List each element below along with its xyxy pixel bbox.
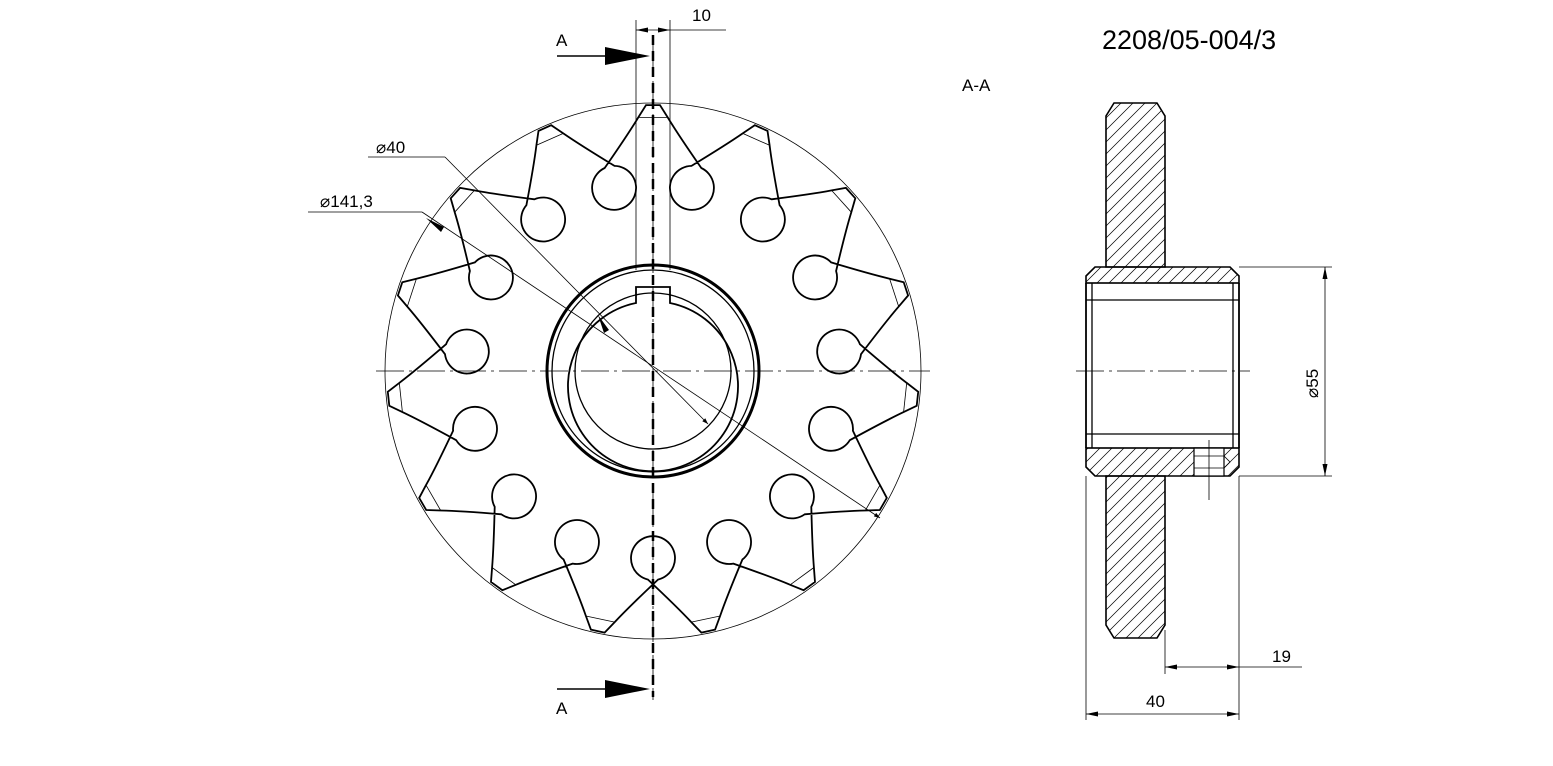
- tooth-chamfer-line: [536, 133, 564, 146]
- dim-bore-diameter: ⌀40: [376, 138, 405, 157]
- section-marker-top: A: [556, 31, 568, 50]
- tooth-chamfer-line: [789, 567, 815, 586]
- tooth-chamfer-line: [425, 484, 442, 511]
- section-arrow-bottom: [557, 680, 650, 698]
- dim-hub-offset: 19: [1272, 647, 1291, 666]
- dim-hub-diameter: ⌀55: [1303, 369, 1322, 398]
- tooth-section-upper: [1105, 102, 1166, 268]
- tooth-chamfer-line: [491, 567, 517, 586]
- dim-keyway-width: 10: [692, 6, 711, 25]
- tooth-chamfer-line: [903, 382, 908, 413]
- tooth-chamfer-line: [454, 190, 475, 213]
- dim-tip-line: [421, 211, 881, 519]
- dim-tip-diameter: ⌀141,3: [320, 192, 373, 211]
- dim-hub-length: 40: [1146, 692, 1165, 711]
- bore-keyway-outline: [567, 286, 739, 473]
- tooth-chamfer-line: [831, 190, 852, 213]
- sprocket-outline: [386, 104, 920, 634]
- section-view: 2208/05-004/3 A-A ⌀55: [962, 25, 1332, 720]
- tooth-chamfer-line: [691, 615, 721, 623]
- tooth-chamfer-line: [406, 278, 417, 307]
- drawing-number: 2208/05-004/3: [1102, 25, 1276, 55]
- tooth-section-lower: [1105, 475, 1166, 639]
- section-arrow-top: [557, 47, 650, 65]
- tooth-chamfer-line: [864, 484, 881, 511]
- tooth-chamfer-line: [398, 382, 403, 413]
- hub-wall-upper: [1085, 266, 1240, 284]
- tooth-chamfer-line: [889, 278, 900, 307]
- tooth-chamfer-lines: [398, 117, 908, 623]
- dim-bore-line: [444, 156, 709, 425]
- section-marker-bottom: A: [556, 699, 568, 718]
- tooth-chamfer-line: [585, 615, 615, 623]
- tooth-chamfer-line: [742, 133, 770, 146]
- section-title: A-A: [962, 76, 991, 95]
- front-view: A A 10 ⌀40 ⌀141,3: [308, 6, 930, 718]
